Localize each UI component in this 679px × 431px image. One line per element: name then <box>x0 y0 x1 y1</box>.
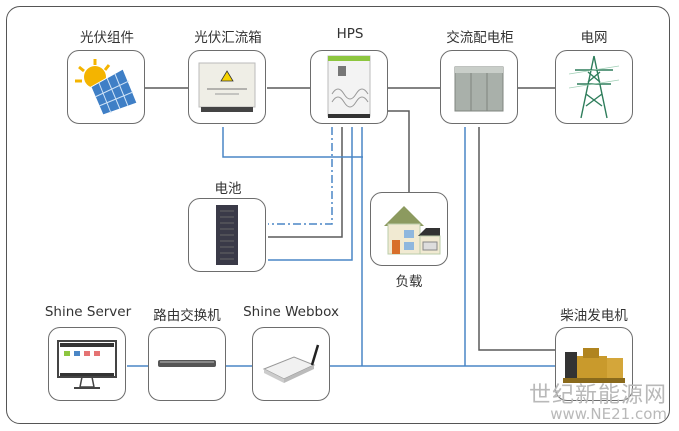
edge-hps-battery-control <box>268 127 333 225</box>
edge-hps-load <box>388 110 410 192</box>
label-shine-webbox: Shine Webbox <box>243 304 339 320</box>
switch-icon <box>158 360 216 367</box>
watermark-cn: 世纪新能源网 <box>528 383 667 408</box>
label-pv-module: 光伏组件 <box>80 30 134 46</box>
monitor-icon <box>57 340 117 389</box>
node-shine-server <box>48 327 126 401</box>
distribution-cabinet-icon <box>454 66 504 112</box>
node-router <box>148 327 226 401</box>
node-hps <box>310 50 388 124</box>
node-combiner-box <box>188 50 266 124</box>
edge-combiner-bus <box>222 127 363 158</box>
edge-ac-diesel <box>478 127 555 351</box>
label-battery: 电池 <box>214 181 242 197</box>
node-battery <box>188 198 266 272</box>
watermark-url: www.NE21.com <box>550 405 667 423</box>
node-grid <box>555 50 633 124</box>
node-diesel <box>555 327 633 401</box>
label-router: 路由交换机 <box>153 308 221 324</box>
node-shine-webbox <box>252 327 330 401</box>
edge-hps-battery-comm <box>268 127 353 261</box>
solar-panel-icon <box>75 59 138 116</box>
node-pv-module <box>67 50 145 124</box>
label-ac-cabinet: 交流配电柜 <box>446 30 514 46</box>
inverter-cabinet-icon <box>327 55 371 118</box>
watermark: 世纪新能源网 www.NE21.com <box>529 385 667 422</box>
label-shine-server: Shine Server <box>44 304 132 320</box>
label-diesel: 柴油发电机 <box>560 308 628 324</box>
house-icon <box>384 206 441 255</box>
label-hps: HPS <box>336 26 364 42</box>
node-load <box>370 192 448 266</box>
power-tower-icon <box>569 55 619 119</box>
label-load: 负载 <box>395 274 423 290</box>
combiner-box-icon <box>198 62 256 112</box>
diagram-frame <box>6 6 670 424</box>
label-combiner-box: 光伏汇流箱 <box>194 30 262 46</box>
label-grid: 电网 <box>580 30 608 46</box>
edge-hps-battery <box>268 127 343 238</box>
webbox-icon <box>262 344 320 383</box>
battery-rack-icon <box>216 205 238 265</box>
node-ac-cabinet <box>440 50 518 124</box>
generator-icon <box>563 348 625 383</box>
